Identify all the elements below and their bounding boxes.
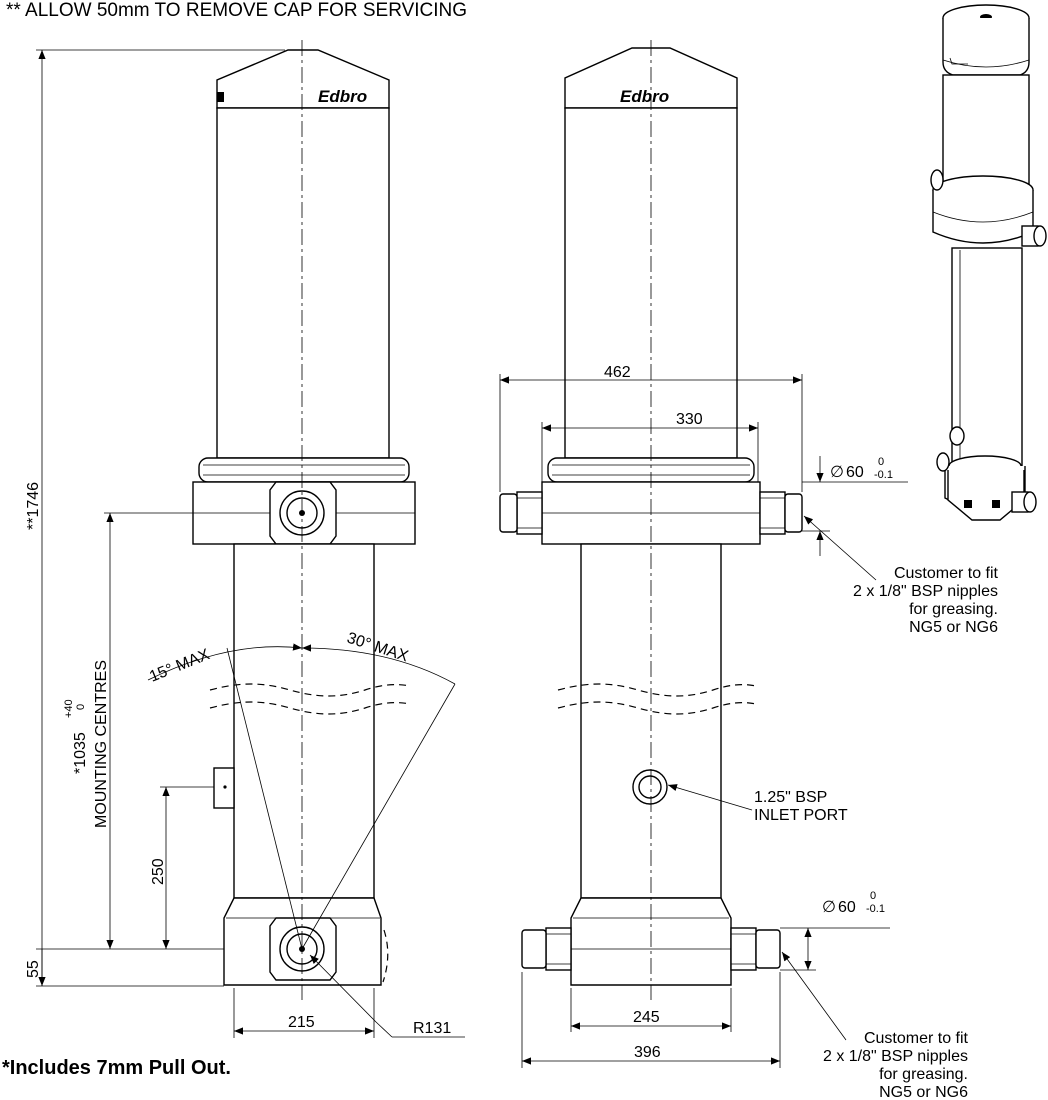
trunnion-bottom-tol-lower: -0.1 xyxy=(866,903,885,915)
width-bottom-outer-label: 396 xyxy=(634,1044,661,1061)
mounting-centres-value: *1035 xyxy=(72,732,89,774)
mounting-tol-upper: +40 xyxy=(63,699,75,718)
grease-note-top-line4: NG5 or NG6 xyxy=(909,619,998,636)
front-left-pin xyxy=(516,491,543,535)
side-lower-cylinder xyxy=(233,543,375,899)
side-seal-ring xyxy=(198,457,410,483)
footer-note: *Includes 7mm Pull Out. xyxy=(2,1057,231,1079)
width-bottom-inner-label: 245 xyxy=(633,1009,660,1026)
trunnion-top-tol-lower: -0.1 xyxy=(874,469,893,481)
side-upper-cylinder xyxy=(216,107,390,459)
grease-note-top-line2: 2 x 1/8" BSP nipples xyxy=(853,583,998,600)
trunnion-top-dia-value: 60 xyxy=(846,464,864,481)
front-brand-label: Edbro xyxy=(620,87,669,106)
width-top-inner-label: 330 xyxy=(676,411,703,428)
radius-label: R131 xyxy=(413,1020,451,1037)
front-right-pin xyxy=(759,491,786,535)
side-cap-clip xyxy=(217,92,224,102)
base-height-label: 55 xyxy=(25,960,42,978)
trunnion-top-dia-symbol: ∅ xyxy=(830,464,844,481)
width-top-outer-label: 462 xyxy=(604,364,631,381)
grease-note-bottom-line2: 2 x 1/8" BSP nipples xyxy=(823,1048,968,1065)
header-note: ** ALLOW 50mm TO REMOVE CAP FOR SERVICIN… xyxy=(6,0,467,21)
inlet-port-line2: INLET PORT xyxy=(754,807,848,824)
front-base-left-pin xyxy=(545,927,572,971)
trunnion-bottom-dia-symbol: ∅ xyxy=(822,899,836,916)
side-view: Edbro xyxy=(25,40,465,1038)
grease-note-top-line3: for greasing. xyxy=(909,601,998,618)
grease-note-bottom-line4: NG5 or NG6 xyxy=(879,1084,968,1100)
trunnion-bottom-tol-upper: 0 xyxy=(870,890,876,902)
front-view: Edbro xyxy=(499,40,999,1100)
angle-left-label: 15° MAX xyxy=(147,646,212,686)
trunnion-top-tol-upper: 0 xyxy=(878,456,884,468)
side-brand-label: Edbro xyxy=(318,87,367,106)
grease-note-bottom-line3: for greasing. xyxy=(879,1066,968,1083)
grease-note-top-line1: Customer to fit xyxy=(894,565,999,582)
grease-note-bottom-line1: Customer to fit xyxy=(864,1030,969,1047)
overall-length-label: **1746 xyxy=(25,482,42,530)
mounting-centres-label: MOUNTING CENTRES xyxy=(93,660,110,828)
inlet-height-label: 250 xyxy=(150,858,167,885)
trunnion-bottom-dia-value: 60 xyxy=(838,899,856,916)
perspective-view xyxy=(930,4,1047,521)
inlet-port-line1: 1.25" BSP xyxy=(754,789,827,806)
mounting-tol-lower: 0 xyxy=(75,704,87,710)
base-width-label: 215 xyxy=(288,1014,315,1031)
front-base-right-pin xyxy=(730,927,757,971)
